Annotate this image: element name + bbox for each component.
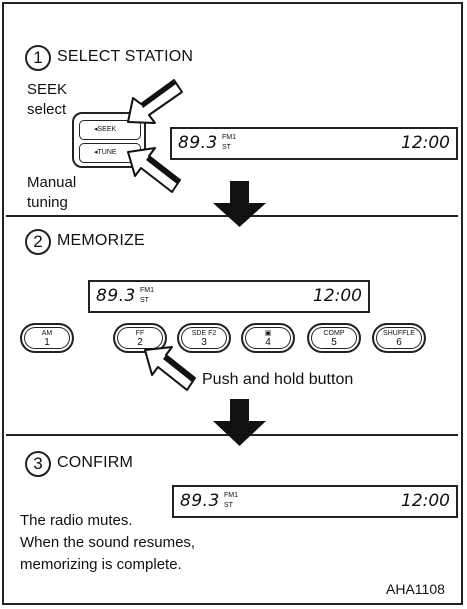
- confirm-text-line2: When the sound resumes,: [20, 534, 196, 551]
- clock-readout: 12:00: [313, 286, 362, 306]
- preset-number: 3: [201, 337, 207, 348]
- preset-function-label: COMP: [323, 330, 345, 337]
- confirm-text-line1: The radio mutes.: [20, 512, 133, 529]
- radio-display-1: 89.3 FM1 ST 12:00: [170, 127, 458, 160]
- stereo-indicator: ST: [224, 502, 233, 509]
- preset-button-4[interactable]: ▣ 4: [241, 323, 295, 353]
- radio-display-3: 89.3 FM1 ST 12:00: [172, 485, 458, 518]
- clock-readout: 12:00: [401, 491, 450, 511]
- preset-button-1[interactable]: AM 1: [20, 323, 74, 353]
- preset-function-label: FF: [135, 330, 145, 337]
- figure-code: AHA1108: [386, 581, 445, 597]
- seek-button[interactable]: ◂SEEK: [79, 120, 141, 140]
- stereo-indicator: ST: [222, 144, 231, 151]
- preset-number: 1: [44, 337, 50, 348]
- preset-function-label: SHUFFLE: [383, 330, 415, 337]
- preset-number: 5: [331, 337, 337, 348]
- preset-function-label: SDE F2: [191, 330, 217, 337]
- preset-function-label: AM: [41, 330, 53, 337]
- step3-number: 3: [25, 451, 51, 477]
- step2-title: MEMORIZE: [57, 232, 145, 249]
- down-arrow-icon-1: [213, 181, 266, 227]
- tune-button-label: TUNE: [97, 149, 117, 156]
- preset-number: 4: [265, 337, 271, 348]
- step1-title: SELECT STATION: [57, 48, 194, 65]
- preset-number: 6: [396, 337, 402, 348]
- push-hold-instruction: Push and hold button: [202, 371, 354, 388]
- manual-label: Manual: [27, 174, 77, 191]
- tune-pointer-arrow-icon: [127, 147, 181, 193]
- frequency-readout: 89.3: [180, 491, 220, 511]
- seek-pointer-arrow-icon: [127, 79, 183, 124]
- preset-function-label: ▣: [264, 330, 272, 337]
- band-indicator: FM1: [224, 492, 238, 499]
- figure-frame: [2, 2, 463, 605]
- select-label: select: [27, 101, 67, 118]
- stereo-indicator: ST: [140, 297, 149, 304]
- down-arrow-icon-2: [213, 399, 266, 446]
- frequency-readout: 89.3: [178, 133, 218, 153]
- preset-button-3[interactable]: SDE F2 3: [177, 323, 231, 353]
- band-indicator: FM1: [222, 134, 236, 141]
- frequency-readout: 89.3: [96, 286, 136, 306]
- seek-button-label: SEEK: [97, 126, 117, 133]
- clock-readout: 12:00: [401, 133, 450, 153]
- seek-left-arrow-icon: ◂: [94, 126, 98, 133]
- radio-display-2: 89.3 FM1 ST 12:00: [88, 280, 370, 313]
- preset-pointer-arrow-icon: [144, 346, 196, 391]
- preset-button-5[interactable]: COMP 5: [307, 323, 361, 353]
- step2-number: 2: [25, 229, 51, 255]
- step3-title: CONFIRM: [57, 454, 134, 471]
- preset-button-6[interactable]: SHUFFLE 6: [372, 323, 426, 353]
- confirm-text-line3: memorizing is complete.: [20, 556, 182, 573]
- tune-left-arrow-icon: ◂: [94, 149, 98, 156]
- tuning-label: tuning: [27, 194, 68, 211]
- step1-number: 1: [25, 45, 51, 71]
- seek-label: SEEK: [27, 81, 68, 98]
- preset-number: 2: [137, 337, 143, 348]
- band-indicator: FM1: [140, 287, 154, 294]
